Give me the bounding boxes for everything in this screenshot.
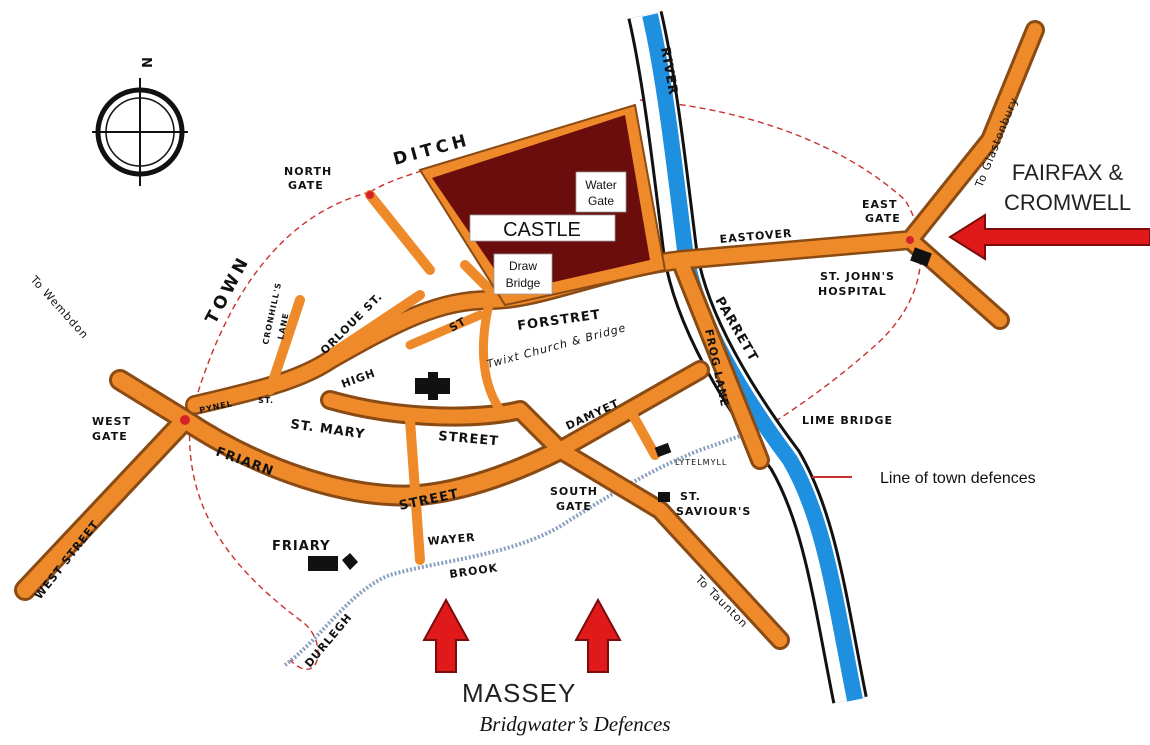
label-st-johns-1: ST. JOHN'S (820, 270, 895, 283)
legend-label: Line of town defences (880, 470, 1036, 487)
friary-building (308, 556, 338, 571)
west-gate-marker (180, 415, 190, 425)
label-high: HIGH (340, 366, 378, 390)
label-lime-bridge: LIME BRIDGE (802, 414, 893, 427)
lytelmyll-building (654, 442, 672, 458)
compass: N (92, 57, 188, 186)
label-eastover: EASTOVER (719, 227, 793, 246)
label-st-johns-2: HOSPITAL (818, 285, 887, 298)
label-brook: BROOK (449, 561, 499, 581)
label-town: TOWN (202, 252, 255, 328)
label-pynel-st: ST. (258, 396, 274, 405)
draw-bridge-label-2: Bridge (506, 276, 541, 290)
north-gate-marker (366, 191, 374, 199)
roads (17, 23, 1042, 647)
label-north-gate-2: GATE (288, 179, 324, 192)
label-east-gate-1: EAST (862, 198, 897, 211)
st-saviours-building (658, 492, 670, 502)
castle-title: CASTLE (503, 219, 581, 241)
label-street: STREET (438, 429, 500, 449)
label-south-gate-2: GATE (556, 500, 592, 513)
label-north-gate-1: NORTH (284, 165, 332, 178)
label-to-wembdon: To Wembdon (27, 273, 91, 342)
east-army-arrow (948, 213, 1150, 261)
south-army-arrow-left (422, 597, 470, 673)
label-west-gate-1: WEST (92, 415, 131, 428)
castle-area (432, 115, 650, 292)
draw-bridge-label-1: Draw (509, 259, 537, 273)
compass-north: N (138, 57, 153, 69)
map-caption: Bridgwater’s Defences (479, 712, 671, 736)
castle-title-box (469, 214, 616, 242)
east-army-label: FAIRFAX & CROMWELL (1004, 158, 1131, 218)
label-friary: FRIARY (272, 539, 331, 554)
south-army-label: MASSEY (462, 678, 577, 708)
label-durleigh: DURLEGH (302, 611, 355, 670)
label-lytelmyll: LYTELMYLL (675, 458, 727, 467)
label-st-saviours-2: SAVIOUR'S (676, 505, 751, 518)
draw-bridge-box (493, 253, 553, 295)
label-st-mary: ST. MARY (289, 417, 366, 442)
label-west-gate-2: GATE (92, 430, 128, 443)
label-south-gate-1: SOUTH (550, 485, 598, 498)
water-gate-label-2: Gate (588, 194, 614, 208)
south-army-arrow-right (574, 597, 622, 673)
water-gate-label-1: Water (585, 178, 617, 192)
label-st-saviours-1: ST. (680, 490, 701, 503)
water-gate-box (575, 171, 627, 213)
east-gate-marker (906, 236, 914, 244)
town-defence-line (188, 99, 922, 670)
roads-edges (14, 20, 1045, 650)
st-johns-building (910, 247, 932, 267)
label-wayer: WAYER (427, 531, 476, 548)
east-army-line2: CROMWELL (1004, 190, 1132, 215)
label-east-gate-2: GATE (865, 212, 901, 225)
east-army-line1: FAIRFAX & (1011, 160, 1124, 185)
durleigh-brook (283, 423, 771, 667)
